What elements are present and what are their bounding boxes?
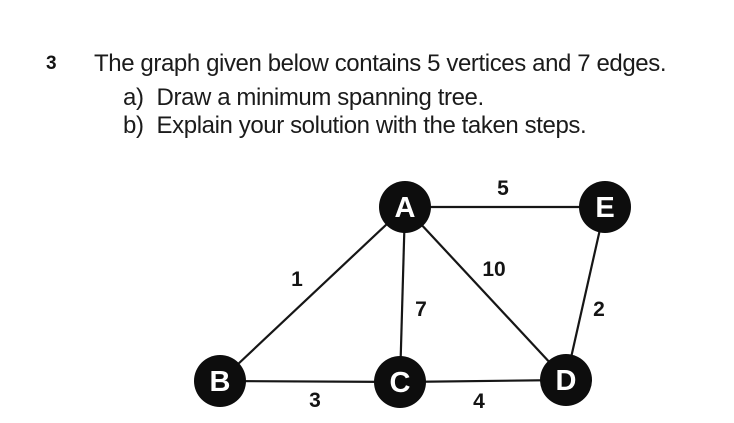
vertex-label-C: C xyxy=(390,367,411,399)
edge-weight-A-C: 7 xyxy=(415,298,427,321)
vertex-label-D: D xyxy=(556,365,577,397)
vertex-D xyxy=(540,354,592,406)
question-part-b-label: b) xyxy=(123,112,144,139)
edge-weight-A-B: 1 xyxy=(291,268,303,291)
edge-A-B xyxy=(219,206,406,382)
question-number: 3 xyxy=(46,53,57,74)
vertex-C xyxy=(374,356,426,408)
vertex-E xyxy=(579,181,631,233)
edge-weight-B-C: 3 xyxy=(309,389,321,412)
vertex-label-E: E xyxy=(595,192,614,224)
edge-A-D xyxy=(404,206,567,381)
edge-weight-D-E: 2 xyxy=(593,298,605,321)
question-part-a: a) Draw a minimum spanning tree. xyxy=(123,84,484,112)
edge-D-E xyxy=(564,206,607,381)
edge-weight-A-E: 5 xyxy=(497,177,509,200)
vertex-A xyxy=(379,181,431,233)
edge-C-D xyxy=(399,378,567,384)
vertex-B xyxy=(194,355,246,407)
question-part-a-text: Draw a minimum spanning tree. xyxy=(156,84,485,111)
vertex-label-A: A xyxy=(395,192,416,224)
question-part-b-text: Explain your solution with the taken ste… xyxy=(156,112,587,139)
edge-weight-A-D: 10 xyxy=(482,258,505,281)
question-part-a-label: a) xyxy=(123,84,144,111)
vertex-label-B: B xyxy=(210,366,231,398)
edge-A-C xyxy=(398,206,407,383)
question-text: The graph given below contains 5 vertice… xyxy=(94,50,667,77)
edge-weight-C-D: 4 xyxy=(473,390,485,413)
question-part-b: b) Explain your solution with the taken s… xyxy=(123,112,587,140)
edge-B-C xyxy=(219,379,401,384)
